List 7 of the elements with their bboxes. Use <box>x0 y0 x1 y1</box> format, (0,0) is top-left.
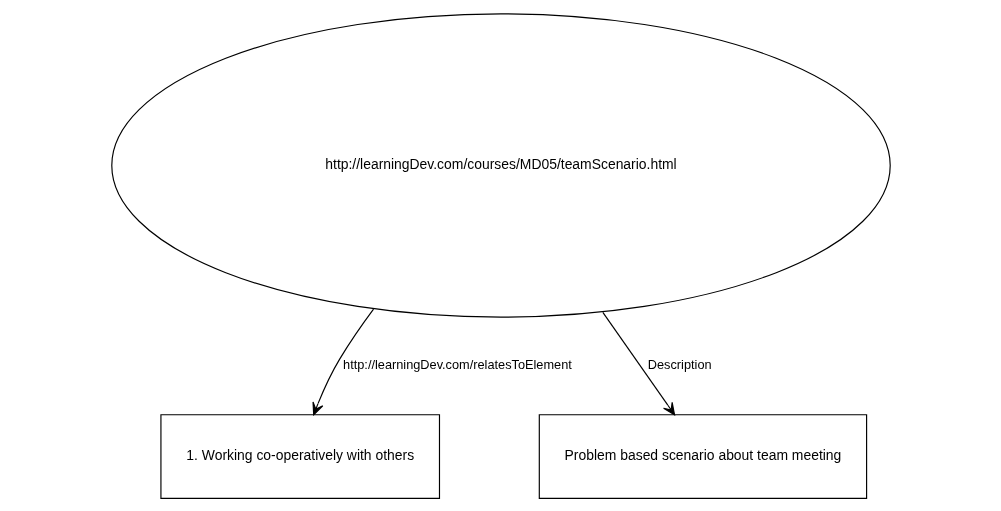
node-box: 1. Working co-operatively with others <box>159 413 440 499</box>
edge-label: http://learningDev.com/relatesToElement <box>342 356 572 372</box>
node-box: Problem based scenario about team meeting <box>538 413 867 499</box>
edge-label: Description <box>647 356 712 372</box>
arrow <box>311 308 374 415</box>
arrow <box>601 311 675 415</box>
node-ellipse: http://learningDev.com/courses/MD05/teamScenario.html <box>110 12 891 318</box>
